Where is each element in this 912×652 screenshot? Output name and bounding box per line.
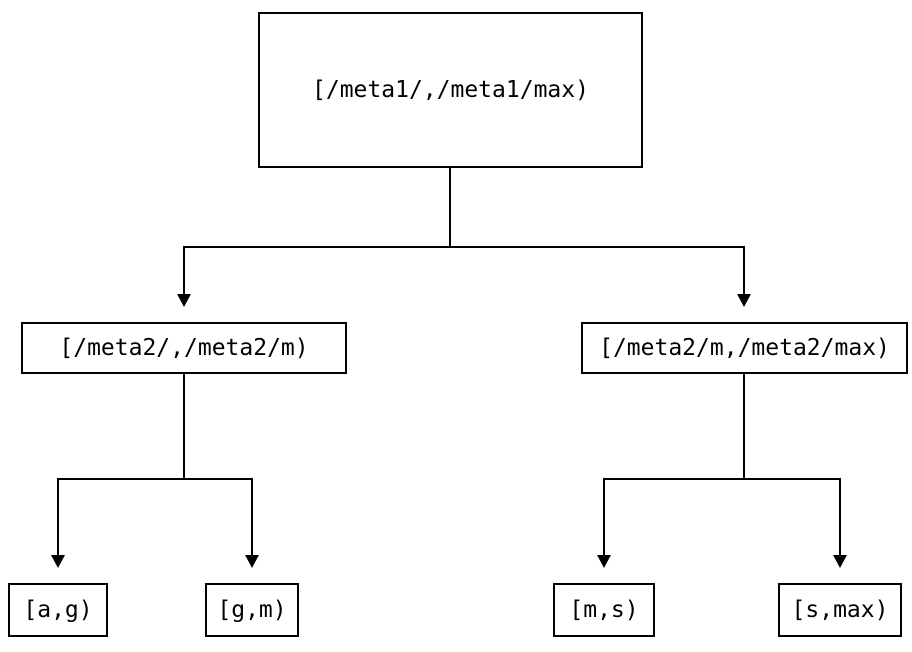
arrow-down-icon <box>597 555 611 568</box>
node-meta2-right-interval: [/meta2/m,/meta2/max) <box>581 322 908 374</box>
node-leaf-ms-interval: [m,s) <box>553 583 655 637</box>
node-meta2-left-interval: [/meta2/,/meta2/m) <box>21 322 347 374</box>
node-root-interval: [/meta1/,/meta1/max) <box>258 12 643 168</box>
node-leaf-smax-interval: [s,max) <box>778 583 902 637</box>
connector-left-bar <box>57 478 253 480</box>
connector-right-drop-ms <box>603 478 605 556</box>
connector-left-drop-ag <box>57 478 59 556</box>
connector-root-bar <box>183 246 745 248</box>
arrow-down-icon <box>51 555 65 568</box>
node-leaf-gm-interval: [g,m) <box>205 583 299 637</box>
arrow-down-icon <box>245 555 259 568</box>
node-leaf-ag-interval: [a,g) <box>8 583 108 637</box>
connector-root-stem <box>449 168 451 248</box>
connector-right-bar <box>603 478 841 480</box>
connector-left-drop-gm <box>251 478 253 556</box>
connector-left-stem <box>183 374 185 480</box>
connector-right-drop-smax <box>839 478 841 556</box>
arrow-down-icon <box>737 294 751 307</box>
arrow-down-icon <box>833 555 847 568</box>
connector-right-stem <box>743 374 745 480</box>
connector-root-drop-right <box>743 246 745 295</box>
connector-root-drop-left <box>183 246 185 295</box>
arrow-down-icon <box>177 294 191 307</box>
